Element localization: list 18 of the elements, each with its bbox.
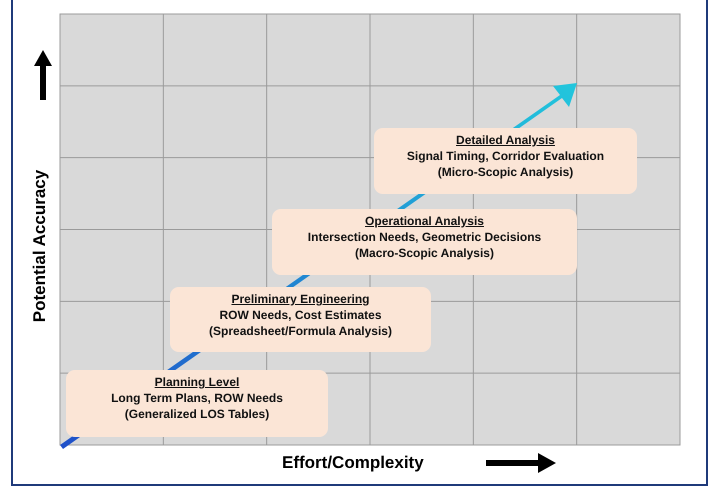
y-axis-label: Potential Accuracy [30,168,50,324]
box-text: Long Term Plans, ROW Needs [110,390,284,406]
text-box [374,128,637,194]
box-text: (Spreadsheet/Formula Analysis) [208,323,393,339]
box-heading: Planning Level [154,374,240,390]
box-text: ROW Needs, Cost Estimates [218,307,383,323]
box-text: Intersection Needs, Geometric Decisions [306,229,542,245]
box-text: Signal Timing, Corridor Evaluation [406,148,606,164]
text-box [170,287,431,352]
x-axis-label: Effort/Complexity [282,453,424,473]
box-heading: Detailed Analysis [455,132,556,148]
box-text: (Generalized LOS Tables) [124,406,270,422]
box-text: (Micro-Scopic Analysis) [436,164,574,180]
text-box [66,370,328,437]
text-box [272,209,577,275]
box-heading: Preliminary Engineering [230,291,371,307]
box-heading: Operational Analysis [364,213,485,229]
box-text: (Macro-Scopic Analysis) [354,245,495,261]
